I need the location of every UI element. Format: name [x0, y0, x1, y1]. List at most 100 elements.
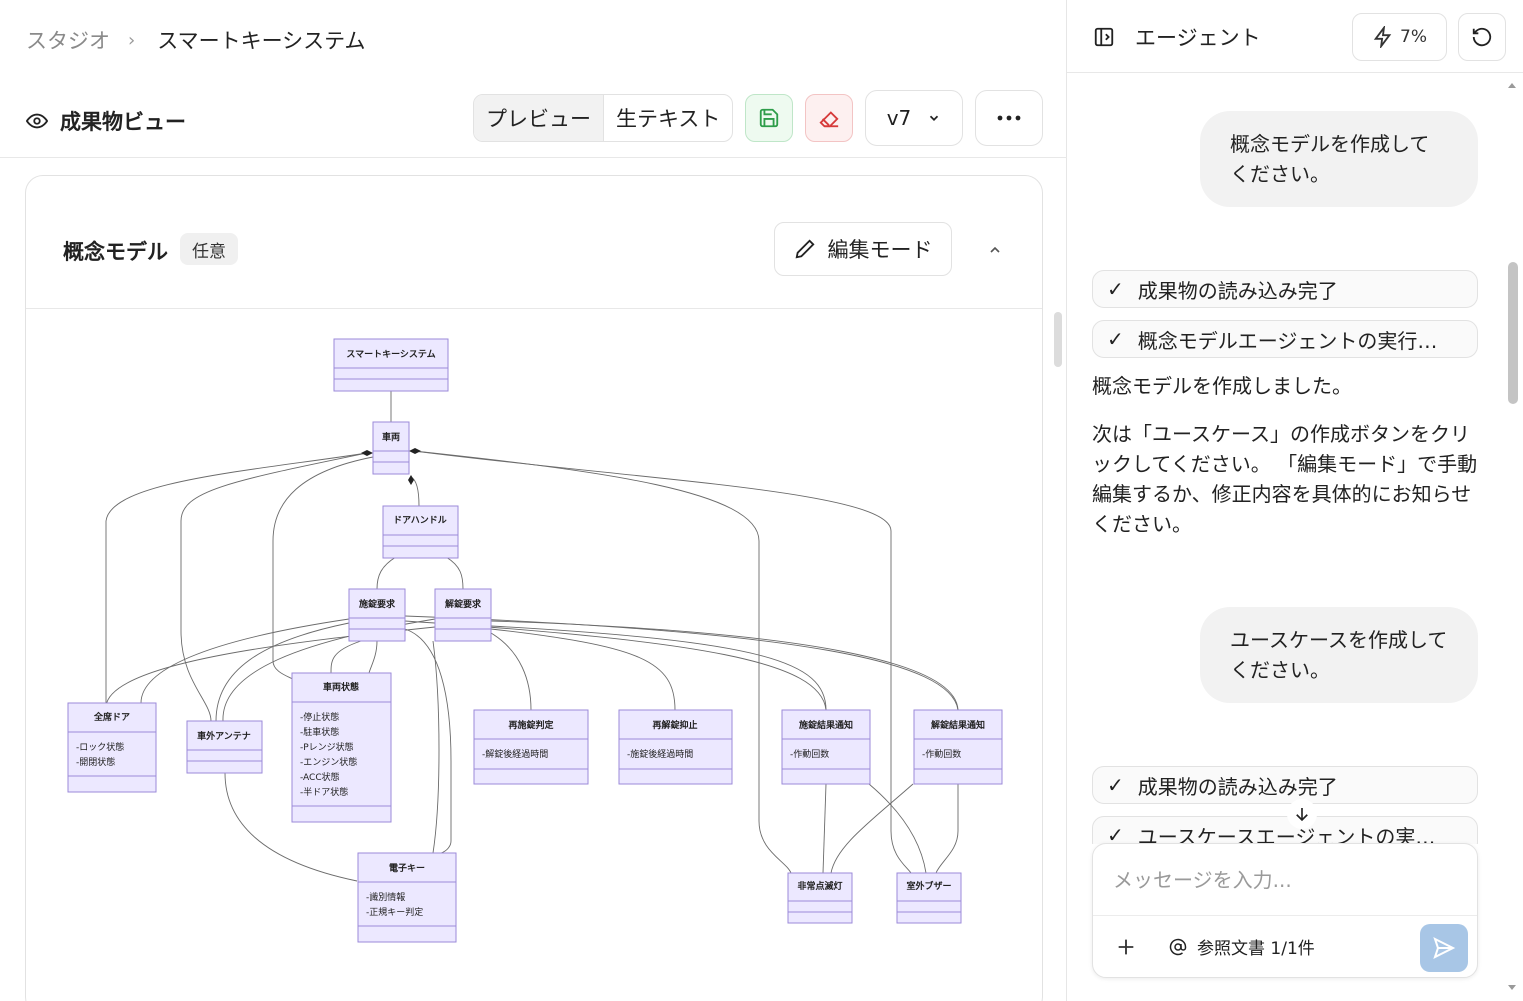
class-title: 室外ブザー: [906, 880, 951, 892]
class-attr: -正規キー判定: [366, 906, 423, 918]
attach-button[interactable]: [1111, 932, 1141, 962]
pencil-icon: [795, 239, 815, 259]
user-message: ユースケースを作成してください。: [1200, 607, 1478, 703]
check-icon: ✓: [1107, 277, 1124, 301]
class-vehicle: 車両: [372, 421, 410, 475]
save-button[interactable]: [745, 94, 793, 142]
edit-mode-button[interactable]: 編集モード: [774, 222, 952, 276]
class-all-doors: 全席ドア -ロック状態 -開閉状態: [67, 702, 157, 793]
chat-scrollbar-track: [1506, 80, 1518, 1001]
status-label: ユースケースエージェントの実…: [1137, 824, 1436, 845]
message-input[interactable]: [1093, 844, 1477, 916]
class-attr: -半ドア状態: [300, 786, 348, 798]
breadcrumb: スタジオ › スマートキーシステム: [26, 26, 366, 54]
class-hazard-lamp: 非常点滅灯: [787, 872, 853, 924]
class-exterior-buzzer: 室外ブザー: [896, 872, 962, 924]
view-title: 成果物ビュー: [26, 106, 186, 136]
class-title: 全席ドア: [93, 711, 130, 723]
class-attr: -識別情報: [366, 891, 405, 903]
class-exterior-antenna: 車外アンテナ: [186, 720, 263, 774]
scroll-up-arrow-icon[interactable]: [1506, 80, 1518, 90]
eraser-icon: [819, 111, 839, 128]
status-label: 成果物の読み込み完了: [1137, 774, 1338, 799]
class-title: ドアハンドル: [393, 515, 447, 526]
card-header: 概念モデル 任意 編集モード: [26, 176, 1042, 309]
class-title: 電子キー: [389, 863, 425, 874]
scroll-to-bottom-button[interactable]: [1287, 799, 1317, 829]
status-label: 成果物の読み込み完了: [1137, 278, 1338, 303]
content-scrollbar[interactable]: [1054, 312, 1062, 367]
agent-message: 概念モデルを作成しました。: [1092, 374, 1352, 398]
view-title-label: 成果物ビュー: [60, 110, 186, 134]
class-title: 解錠結果通知: [931, 719, 985, 731]
class-attr: -エンジン状態: [300, 756, 357, 768]
class-attr: -駐車状態: [300, 726, 339, 738]
view-toolbar: 成果物ビュー プレビュー 生テキスト v7: [0, 88, 1067, 158]
class-title: 非常点滅灯: [797, 880, 842, 892]
reference-docs-label: 参照文書 1/1件: [1197, 939, 1315, 959]
check-icon: ✓: [1107, 327, 1124, 351]
check-icon: ✓: [1107, 773, 1124, 797]
send-button[interactable]: [1420, 924, 1468, 972]
tab-raw-text[interactable]: 生テキスト: [616, 107, 721, 131]
agent-panel: エージェント 7% 概念モデルを作成してください。 ✓ 成果物の読み込み完了 ✓…: [1067, 0, 1523, 1001]
collapse-button[interactable]: [981, 236, 1009, 264]
class-reunlock-suppress: 再解錠抑止 -施錠後経過時間: [618, 709, 733, 785]
class-door-handle: ドアハンドル: [382, 505, 459, 559]
agent-title: エージェント: [1093, 22, 1261, 52]
artifact-card: 概念モデル 任意 編集モード: [25, 175, 1043, 1001]
class-title: 再解錠抑止: [652, 719, 697, 731]
agent-header: エージェント 7%: [1067, 0, 1523, 73]
user-message: 概念モデルを作成してください。: [1200, 111, 1478, 207]
breadcrumb-current: スマートキーシステム: [157, 29, 366, 53]
class-title: 再施錠判定: [508, 719, 554, 731]
class-attr: -施錠後経過時間: [627, 748, 693, 760]
class-unlock-result-notice: 解錠結果通知 -作動回数: [913, 709, 1003, 785]
status-label: 概念モデルエージェントの実行…: [1137, 328, 1438, 353]
clear-button[interactable]: [805, 94, 853, 142]
more-horizontal-icon: [997, 115, 1021, 121]
version-select[interactable]: v7: [865, 90, 963, 146]
agent-title-label: エージェント: [1135, 26, 1261, 50]
class-attr: -ACC状態: [300, 771, 340, 783]
status-item[interactable]: ✓ 成果物の読み込み完了: [1092, 270, 1478, 308]
breadcrumb-root-link[interactable]: スタジオ: [26, 29, 110, 53]
plus-icon: [1118, 939, 1134, 955]
class-lock-request: 施錠要求: [348, 588, 406, 642]
more-options-button[interactable]: [975, 90, 1043, 146]
chat-scrollbar-thumb[interactable]: [1508, 262, 1518, 404]
usage-label: 7%: [1400, 27, 1427, 47]
class-title: 解錠要求: [445, 598, 482, 610]
status-item[interactable]: ✓ 概念モデルエージェントの実行…: [1092, 320, 1478, 358]
class-lock-result-notice: 施錠結果通知 -作動回数: [781, 709, 871, 785]
optional-badge: 任意: [180, 233, 238, 265]
tab-preview[interactable]: プレビュー: [474, 95, 604, 141]
class-title: 車両状態: [323, 681, 359, 693]
reset-button[interactable]: [1458, 13, 1506, 61]
class-title: 車両: [382, 431, 400, 443]
edit-mode-label: 編集モード: [827, 238, 933, 262]
check-icon: ✓: [1107, 823, 1124, 844]
arrow-down-icon: [1296, 808, 1308, 822]
sidebar-toggle-icon[interactable]: [1093, 26, 1115, 48]
view-mode-toggle: プレビュー 生テキスト: [473, 94, 734, 142]
class-attr: -作動回数: [790, 748, 829, 760]
class-title: 施錠結果通知: [799, 719, 853, 731]
reference-docs-button[interactable]: 参照文書 1/1件: [1169, 934, 1315, 959]
class-title: 施錠要求: [359, 598, 396, 610]
class-attr: -停止状態: [300, 711, 339, 723]
send-icon: [1433, 937, 1456, 959]
class-relock-judgment: 再施錠判定 -解錠後経過時間: [473, 709, 589, 785]
usage-button[interactable]: 7%: [1352, 13, 1447, 61]
status-item[interactable]: ✓ ユースケースエージェントの実…: [1092, 816, 1478, 844]
class-title: スマートキーシステム: [346, 349, 435, 360]
class-attr: -Pレンジ状態: [300, 741, 354, 753]
message-composer: 参照文書 1/1件: [1092, 843, 1478, 978]
refresh-icon: [1472, 27, 1492, 47]
chevron-right-icon: ›: [128, 29, 136, 51]
scroll-down-arrow-icon[interactable]: [1506, 983, 1518, 993]
version-label: v7: [886, 106, 912, 130]
status-item[interactable]: ✓ 成果物の読み込み完了: [1092, 766, 1478, 804]
chevron-up-icon: [990, 246, 1000, 253]
chat-log: 概念モデルを作成してください。 ✓ 成果物の読み込み完了 ✓ 概念モデルエージェ…: [1067, 74, 1523, 844]
